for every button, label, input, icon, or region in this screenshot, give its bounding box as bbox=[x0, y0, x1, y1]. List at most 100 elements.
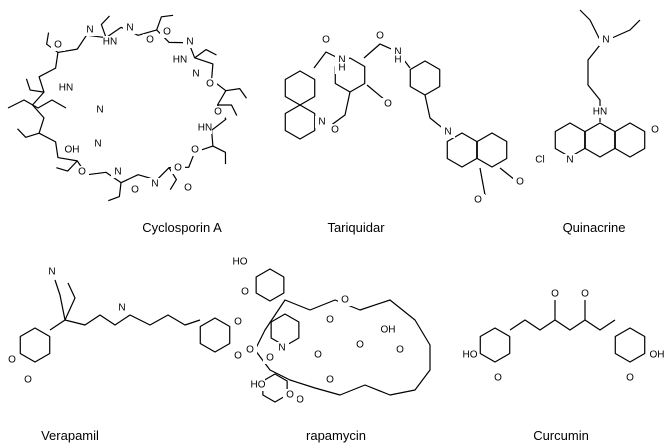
side-chain bbox=[217, 104, 238, 116]
atom-label: O bbox=[54, 40, 62, 51]
atom-label: O bbox=[174, 163, 182, 174]
atom-label: HN bbox=[59, 83, 73, 94]
atom-label: HO bbox=[251, 380, 266, 391]
atom-label: O bbox=[146, 35, 154, 46]
atom-label: OH bbox=[65, 145, 80, 156]
atom-label: N bbox=[48, 267, 55, 278]
atom-label: HN bbox=[173, 55, 187, 66]
atom-label: N bbox=[338, 55, 345, 66]
nitrile bbox=[54, 279, 66, 321]
ethyl bbox=[611, 19, 641, 39]
atom-label: O bbox=[651, 125, 659, 136]
atom-label: O bbox=[241, 287, 249, 298]
piperidine-ring bbox=[270, 313, 300, 347]
label-cyclosporin-a: Cyclosporin A bbox=[142, 220, 222, 235]
atom-label: OH bbox=[650, 350, 665, 361]
phenyl-ring bbox=[409, 60, 441, 96]
heptadienone-chain bbox=[509, 319, 616, 331]
atom-label: N bbox=[278, 343, 285, 354]
side-chain bbox=[100, 15, 110, 38]
atom-label: N bbox=[318, 117, 325, 128]
atom-label: O bbox=[516, 177, 524, 188]
methoxy bbox=[499, 167, 516, 181]
atom-label: N bbox=[444, 127, 451, 138]
atom-label: Cl bbox=[535, 155, 544, 166]
side-chain bbox=[56, 160, 78, 172]
atom-label: HO bbox=[233, 257, 248, 268]
atom-label: N bbox=[114, 167, 121, 178]
atom-label: OH bbox=[381, 325, 396, 336]
atom-label: N bbox=[192, 69, 199, 80]
atom-label: N bbox=[96, 105, 103, 116]
atom-label: O bbox=[78, 167, 86, 178]
phenol-ring bbox=[479, 327, 511, 363]
atom-label: O bbox=[341, 295, 349, 306]
acridine-ring bbox=[614, 122, 646, 158]
dimethoxyphenyl-ring bbox=[19, 327, 51, 363]
atom-label: HN bbox=[198, 123, 212, 134]
atom-label: O bbox=[8, 355, 16, 366]
atom-label: H bbox=[394, 55, 401, 66]
atom-label: O bbox=[296, 395, 304, 406]
atom-label: O bbox=[24, 375, 32, 386]
phenol-ring bbox=[614, 327, 646, 363]
atom-label: O bbox=[214, 107, 222, 118]
atom-label: N bbox=[126, 23, 133, 34]
atom-label: N bbox=[566, 155, 573, 166]
isoquinoline-ring bbox=[476, 132, 508, 168]
atom-label: O bbox=[384, 99, 392, 110]
atom-label: O bbox=[376, 31, 384, 42]
atom-label: O bbox=[246, 345, 254, 356]
atom-label: N bbox=[394, 47, 401, 58]
label-curcumin: Curcumin bbox=[533, 428, 589, 443]
atom-label: O bbox=[626, 373, 634, 384]
acridine-ring bbox=[584, 122, 616, 158]
atom-label: O bbox=[326, 315, 334, 326]
atom-label: N bbox=[186, 37, 193, 48]
label-verapamil: Verapamil bbox=[41, 428, 99, 443]
atom-label: O bbox=[581, 289, 589, 300]
atom-label: O bbox=[314, 350, 322, 361]
atom-label: O bbox=[286, 390, 294, 401]
atom-label: O bbox=[356, 340, 364, 351]
atom-label: O bbox=[322, 35, 330, 46]
methoxy bbox=[479, 167, 486, 196]
atom-label: O bbox=[206, 79, 214, 90]
isopropyl bbox=[64, 282, 76, 321]
cyclohexyl-ring bbox=[255, 268, 285, 302]
verapamil-chain bbox=[49, 314, 201, 331]
atom-label: O bbox=[326, 375, 334, 386]
side-chain bbox=[17, 128, 40, 138]
atom-label: O bbox=[266, 353, 274, 364]
atom-label: N bbox=[118, 303, 125, 314]
atom-label: N bbox=[151, 179, 158, 190]
atom-label: O bbox=[234, 317, 242, 328]
side-chain bbox=[194, 48, 217, 59]
atom-label: O bbox=[396, 345, 404, 356]
acridine-ring bbox=[554, 122, 586, 158]
bond-lines bbox=[7, 9, 646, 403]
atom-label: O bbox=[191, 145, 199, 156]
label-tariquidar: Tariquidar bbox=[327, 220, 385, 235]
atom-label: H bbox=[338, 63, 345, 74]
atom-label: HN bbox=[103, 37, 117, 48]
atom-label: N bbox=[602, 35, 609, 46]
side-chain bbox=[108, 182, 122, 202]
quinoline-ring bbox=[284, 104, 316, 140]
butenyl-chain bbox=[7, 99, 67, 109]
side-chain bbox=[212, 145, 227, 165]
dimethoxyphenyl-ring bbox=[199, 317, 231, 353]
atom-label: O bbox=[494, 373, 502, 384]
label-quinacrine: Quinacrine bbox=[562, 220, 626, 235]
atom-label: N bbox=[94, 139, 101, 150]
isoquinoline-ring bbox=[446, 132, 478, 168]
methoxy bbox=[329, 91, 351, 127]
atom-label: O bbox=[234, 351, 242, 362]
atom-label: O bbox=[474, 195, 482, 206]
atom-label: O bbox=[331, 125, 339, 136]
side-chain bbox=[225, 87, 247, 99]
atom-label: N bbox=[86, 25, 93, 36]
